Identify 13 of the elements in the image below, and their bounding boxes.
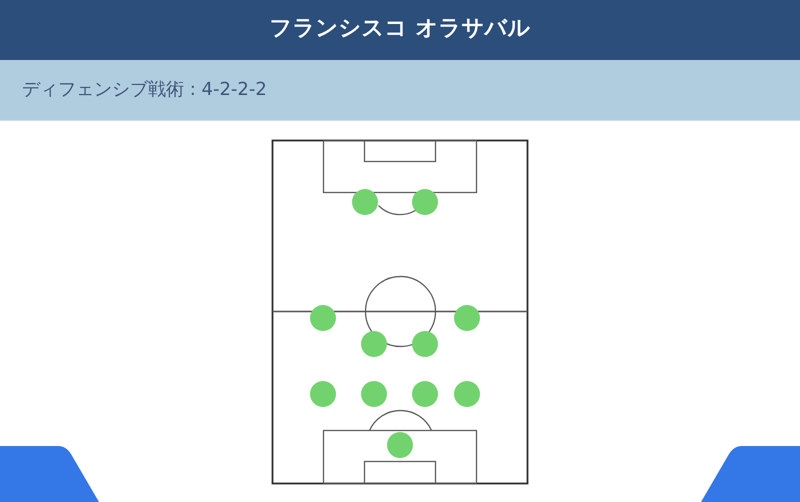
player-marker [387, 432, 413, 458]
player-marker [454, 381, 480, 407]
player-marker [361, 381, 387, 407]
player-marker [310, 305, 336, 331]
player-marker [454, 305, 480, 331]
player-marker [412, 331, 438, 357]
tactic-label: ディフェンシブ戦術 : 4-2-2-2 [22, 78, 267, 102]
player-marker [310, 381, 336, 407]
player-marker [361, 331, 387, 357]
player-marker [412, 189, 438, 215]
page-title: フランシスコ オラサバル [270, 16, 530, 41]
player-marker [412, 381, 438, 407]
player-marker [352, 189, 378, 215]
